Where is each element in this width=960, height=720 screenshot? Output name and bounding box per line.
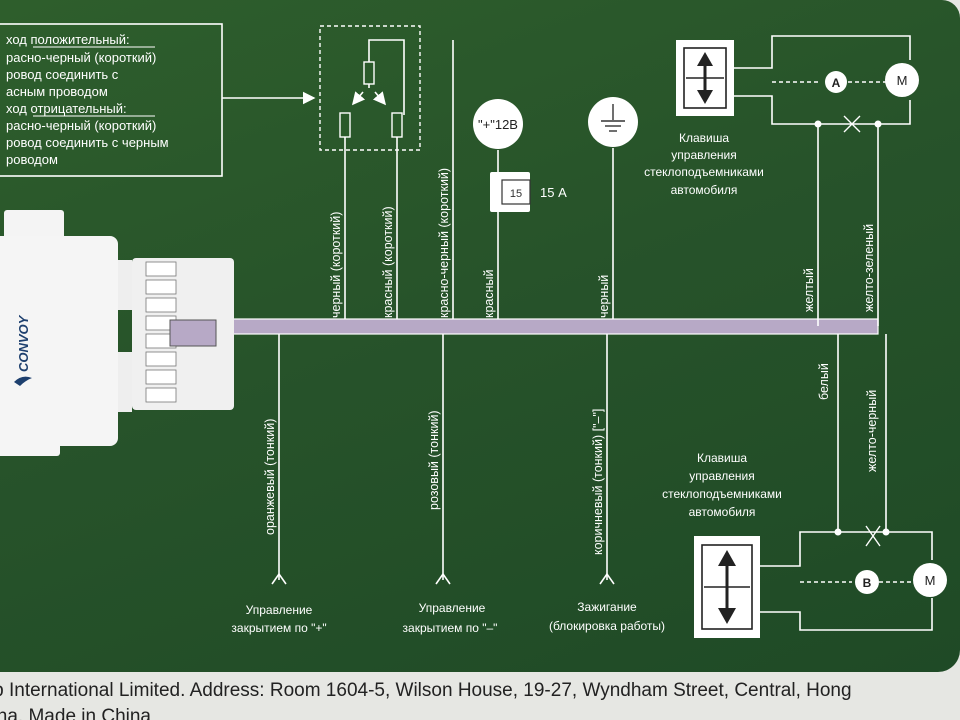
label-orange-thin: оранжевый (тонкий) (263, 419, 277, 535)
info-line-7: ровод соединить с черным (6, 135, 169, 150)
control-module: CONVOY (0, 210, 234, 456)
instruction-board: ход положительный: расно-черный (коротки… (0, 0, 960, 672)
fuse-rating: 15 А (540, 185, 567, 200)
brand-logo: CONVOY (16, 314, 31, 372)
label-yellow: желтый (802, 268, 816, 312)
label-yellow-black: желто-черный (865, 390, 879, 472)
switch-bottom-line-2: управления (689, 469, 754, 483)
motor-a-label: A (832, 76, 841, 90)
motor-bottom-label: M (925, 573, 936, 588)
switch-top-line-4: автомобиля (671, 183, 738, 197)
label-white: белый (817, 363, 831, 400)
wiring-diagram: ход положительный: расно-черный (коротки… (0, 23, 947, 638)
label-black: черный (597, 275, 611, 318)
footer-line-2: nina. Made in China (0, 706, 151, 720)
harness-bar (199, 318, 879, 335)
label-red-short: красный (короткий) (381, 206, 395, 318)
cut-icon-bottom (865, 525, 881, 547)
switch-top-circuit: A M Клавиша управления стеклоподъемникам… (644, 35, 919, 197)
footer-line-1: oup International Limited. Address: Room… (0, 680, 852, 701)
switch-bottom-line-1: Клавиша (697, 451, 747, 465)
switch-top-line-2: управления (671, 148, 736, 162)
switch-bottom-line-4: автомобиля (689, 505, 756, 519)
label-red-black-short: красно-черный (короткий) (437, 168, 451, 318)
power-12v: "+"12В (473, 99, 523, 149)
fuse: 15 15 А (490, 172, 567, 212)
footer-text: oup International Limited. Address: Room… (0, 676, 960, 720)
info-line-8: роводом (6, 152, 58, 167)
output-2-line-1: Управление (419, 601, 486, 615)
output-3-line-1: Зажигание (577, 600, 637, 614)
output-3-line-2: (блокировка работы) (549, 619, 665, 633)
label-brown-thin: коричневый (тонкий) ["–"] (591, 409, 605, 555)
cut-icon (843, 115, 861, 133)
switch-bottom-line-3: стеклоподъемниками (662, 487, 782, 501)
info-line-6: расно-черный (короткий) (6, 118, 156, 133)
logo-mark-icon (14, 376, 32, 386)
label-yellow-green: желто-зеленый (862, 224, 876, 312)
label-black-short: черный (короткий) (329, 212, 343, 318)
motor-b-label: B (863, 576, 872, 590)
switch-bottom-circuit: Клавиша управления стеклоподъемниками ав… (662, 451, 947, 638)
dashed-connector-box (319, 25, 421, 151)
motor-top-label: M (897, 73, 908, 88)
info-line-5: ход отрицательный: (6, 101, 127, 116)
output-1-line-1: Управление (246, 603, 313, 617)
info-line-3: ровод соединить с (6, 67, 119, 82)
switch-top-line-1: Клавиша (679, 131, 729, 145)
label-red: красный (482, 269, 496, 318)
info-line-2: расно-черный (короткий) (6, 50, 156, 65)
info-line-4: асным проводом (6, 84, 108, 99)
voltage-label: "+"12В (478, 117, 518, 132)
ground-icon (588, 97, 638, 147)
info-box: ход положительный: расно-черный (коротки… (0, 23, 316, 177)
fuse-icon-label: 15 (510, 188, 522, 200)
switch-top-line-3: стеклоподъемниками (644, 165, 764, 179)
info-line-1: ход положительный: (6, 32, 130, 47)
label-pink-thin: розовый (тонкий) (427, 410, 441, 510)
output-1-line-2: закрытием по "+" (231, 621, 326, 635)
output-2-line-2: закрытием по "–" (403, 621, 498, 635)
